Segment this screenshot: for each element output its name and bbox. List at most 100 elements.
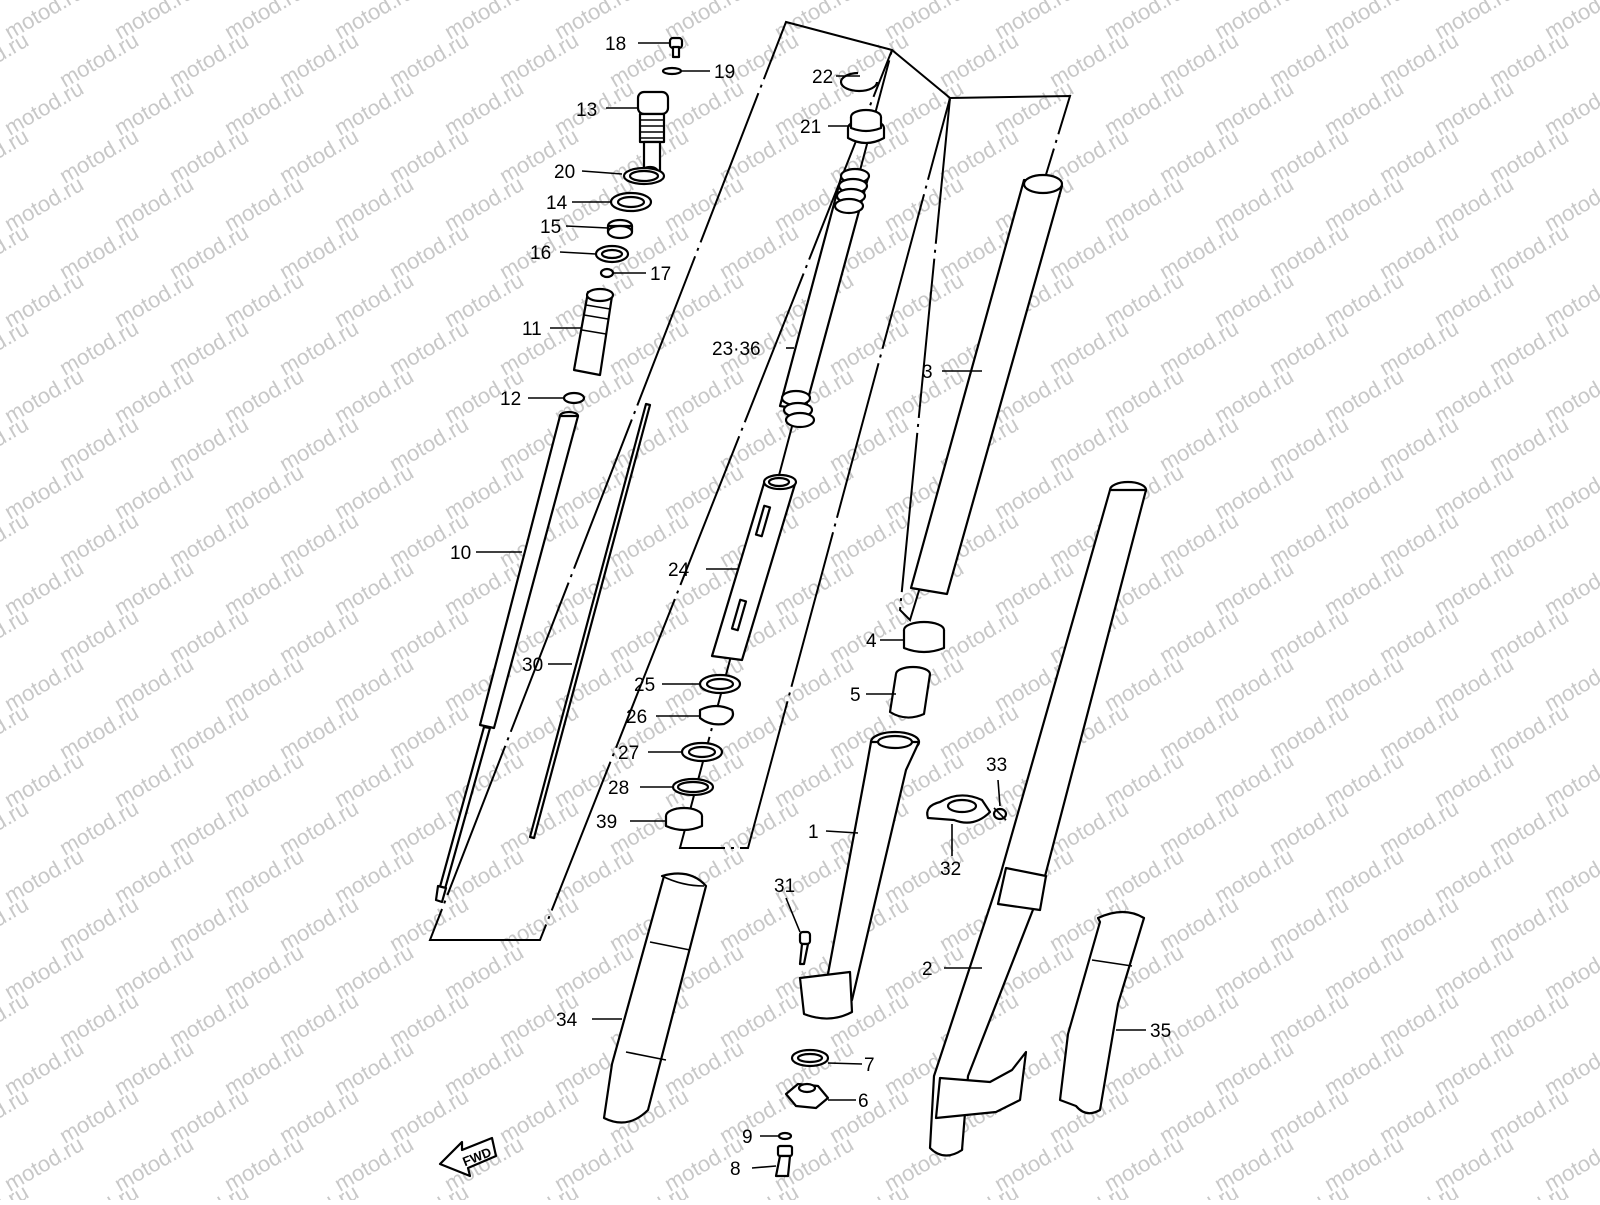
callout-31: 31	[774, 876, 795, 897]
part-5-guide-bushing	[888, 665, 932, 719]
callout-14: 14	[546, 193, 568, 214]
callout-17: 17	[650, 264, 671, 285]
part-22-circlip	[839, 71, 879, 93]
part-12-ring	[562, 391, 586, 405]
part-15-spacer	[606, 218, 634, 240]
watermark-text: motod.ru	[1595, 27, 1600, 92]
callout-8: 8	[730, 1159, 741, 1180]
watermark-text: motod.ru	[1595, 603, 1600, 668]
watermark-text: motod.ru	[385, 1179, 473, 1200]
part-7-gasket	[790, 1048, 830, 1068]
part-27-seal	[680, 741, 724, 763]
part-6-drain-bolt	[784, 1082, 830, 1110]
watermark-text: motod.ru	[0, 699, 33, 764]
part-28-washer	[671, 777, 715, 797]
callout-32: 32	[940, 859, 961, 880]
watermark-text: motod.ru	[1485, 1179, 1573, 1200]
part-39-bushing	[664, 806, 704, 832]
watermark-text: motod.ru	[0, 507, 33, 572]
watermark-text: motod.ru	[1595, 315, 1600, 380]
watermark-text: motod.ru	[605, 1179, 693, 1200]
callout-21: 21	[800, 117, 821, 138]
callout-labels: 18 19 13 20 14 15 16 17 11 12 10 30 22 2…	[450, 34, 1171, 1180]
watermark-text: motod.ru	[0, 603, 33, 668]
watermark-text: motod.ru	[1375, 1179, 1463, 1200]
watermark-text: motod.ru	[0, 123, 33, 188]
watermark-text: motod.ru	[715, 1179, 803, 1200]
callout-34: 34	[556, 1010, 578, 1031]
watermark-text: motod.ru	[0, 987, 33, 1052]
watermark-text: motod.ru	[825, 1179, 913, 1200]
part-31-bolt	[798, 930, 812, 966]
part-21-cap	[846, 108, 886, 145]
callout-2: 2	[922, 959, 933, 980]
part-26-stopper-ring	[698, 704, 735, 726]
callout-12: 12	[500, 389, 521, 410]
part-20-o-ring	[622, 166, 666, 186]
watermark-text: motod.ru	[55, 1179, 143, 1200]
watermark-text: motod.ru	[1595, 891, 1600, 956]
callout-28: 28	[608, 778, 629, 799]
watermark-text: motod.ru	[0, 411, 33, 476]
watermark-text: motod.ru	[1595, 507, 1600, 572]
group-frame-left	[428, 20, 894, 941]
watermark-text: motod.ru	[0, 27, 33, 92]
callout-23-36: 23·36	[712, 339, 761, 360]
watermark-text: motod.ru	[0, 795, 33, 860]
part-24-damper-cylinder	[710, 473, 798, 662]
callout-18: 18	[605, 34, 626, 55]
callout-24: 24	[668, 560, 690, 581]
callout-26: 26	[626, 707, 647, 728]
callout-33: 33	[986, 755, 1007, 776]
callout-7: 7	[864, 1055, 875, 1076]
part-14-washer	[609, 191, 653, 213]
part-32-clamp	[926, 794, 992, 824]
callout-35: 35	[1150, 1021, 1171, 1042]
part-25-oil-seal	[698, 673, 742, 695]
callout-16: 16	[530, 243, 551, 264]
watermark-text: motod.ru	[1595, 411, 1600, 476]
watermark-text: motod.ru	[1265, 1179, 1353, 1200]
callout-6: 6	[858, 1091, 869, 1112]
leader-lines	[476, 42, 1146, 1169]
callout-22: 22	[812, 67, 833, 88]
watermark-text: motod.ru	[1595, 699, 1600, 764]
watermark-text: motod.ru	[0, 891, 33, 956]
watermark-text: motod.ru	[935, 1179, 1023, 1200]
callout-9: 9	[742, 1127, 753, 1148]
watermark-text: motod.ru	[165, 1179, 253, 1200]
watermark-text: motod.ru	[1595, 219, 1600, 284]
callout-3: 3	[922, 362, 933, 383]
part-17-small-ring	[599, 267, 615, 279]
part-35-fork-guard-right	[1058, 910, 1146, 1115]
part-23-36-fork-spring	[778, 167, 871, 429]
watermark-text: motod.ru	[0, 219, 33, 284]
callout-30: 30	[522, 655, 543, 676]
part-4-slide-bushing	[902, 620, 946, 654]
callout-27: 27	[618, 743, 639, 764]
callout-39: 39	[596, 812, 617, 833]
part-8-air-valve	[774, 1144, 794, 1178]
callout-15: 15	[540, 217, 561, 238]
watermark-text: motod.ru	[275, 1179, 363, 1200]
watermark-text: motod.ru	[0, 1083, 33, 1148]
watermark-text: motod.ru	[495, 1179, 583, 1200]
watermark-text: motod.ru	[1155, 1179, 1243, 1200]
part-16-washer	[594, 244, 630, 264]
part-1-outer-tube-right	[798, 730, 921, 1020]
callout-10: 10	[450, 543, 471, 564]
callout-5: 5	[850, 685, 861, 706]
callout-4: 4	[866, 631, 877, 652]
watermark-text: motod.ru	[1595, 1083, 1600, 1148]
part-30-push-rod	[528, 402, 652, 840]
part-9-washer	[777, 1131, 793, 1141]
part-11-spacer-tube	[572, 287, 615, 377]
part-10-damper-rod	[434, 410, 580, 904]
callout-19: 19	[714, 62, 735, 83]
group-frame-outer-tube	[898, 94, 1072, 622]
callout-25: 25	[634, 675, 655, 696]
callout-13: 13	[576, 100, 597, 121]
part-19-pin	[661, 66, 683, 76]
part-33-bolt	[992, 807, 1008, 821]
